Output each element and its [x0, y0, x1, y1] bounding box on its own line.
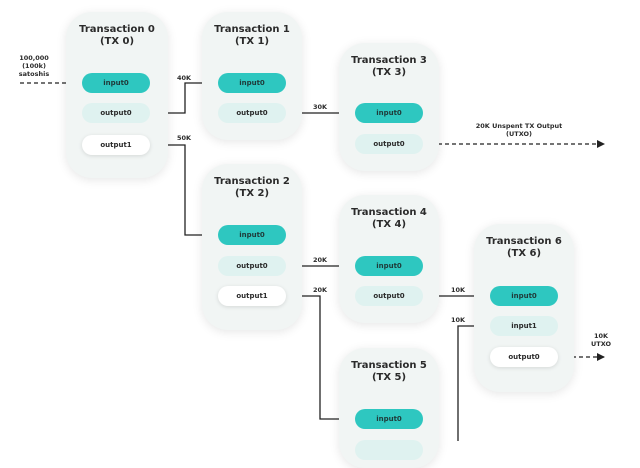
tx4-title-block: Transaction 4 (TX 4) — [339, 207, 439, 231]
source-unit: satoshis — [18, 70, 50, 78]
edge-label-tx4-tx6: 10K — [451, 286, 466, 294]
tx5-card: Transaction 5 (TX 5) input0 — [339, 348, 439, 468]
tx1-card: Transaction 1 (TX 1) input0 output0 — [202, 12, 302, 140]
tx6-output0[interactable]: output0 — [490, 347, 558, 367]
edge-label-tx0-tx2: 50K — [177, 134, 192, 142]
edge-label-tx1-tx3: 30K — [313, 103, 328, 111]
tx5-id: (TX 5) — [371, 372, 407, 383]
tx2-id: (TX 2) — [234, 188, 270, 199]
utxo-label-tx6: 10K UTXO — [588, 332, 614, 348]
transaction-flow-diagram: 100,000 (100k) satoshis Transaction 0 (T… — [14, 12, 614, 468]
tx0-card: Transaction 0 (TX 0) input0 output0 outp… — [66, 12, 168, 178]
tx6-input0[interactable]: input0 — [490, 286, 558, 306]
tx0-title: Transaction 0 — [79, 24, 155, 35]
tx3-input0[interactable]: input0 — [355, 103, 423, 123]
source-amount-label: 100,000 (100k) satoshis — [14, 54, 54, 78]
edge-tx2-tx5 — [286, 295, 351, 423]
tx4-output0[interactable]: output0 — [355, 286, 423, 306]
utxo-label-tx6-line1: 10K — [593, 332, 609, 340]
edge-label-tx5-tx6: 10K — [451, 316, 466, 324]
tx3-id: (TX 3) — [371, 67, 407, 78]
tx2-output1[interactable]: output1 — [218, 286, 286, 306]
source-amount-short: (100k) — [22, 62, 46, 70]
tx5-output0-partial — [355, 440, 423, 460]
tx0-id: (TX 0) — [99, 36, 135, 47]
edge-label-tx2-tx4: 20K — [313, 256, 328, 264]
tx6-card: Transaction 6 (TX 6) input0 input1 outpu… — [474, 224, 574, 392]
tx6-id: (TX 6) — [506, 248, 542, 259]
tx2-input0[interactable]: input0 — [218, 225, 286, 245]
tx2-title: Transaction 2 — [214, 176, 290, 187]
tx6-title: Transaction 6 — [486, 236, 562, 247]
utxo-label-tx3-line1: 20K Unspent TX Output — [475, 122, 563, 130]
edge-label-tx0-tx1: 40K — [177, 74, 192, 82]
tx4-title: Transaction 4 — [351, 207, 427, 218]
tx2-title-block: Transaction 2 (TX 2) — [202, 176, 302, 200]
tx3-card: Transaction 3 (TX 3) input0 output0 — [339, 43, 439, 171]
tx2-card: Transaction 2 (TX 2) input0 output0 outp… — [202, 164, 302, 330]
utxo-label-tx3-line2: (UTXO) — [506, 130, 532, 138]
tx3-title-block: Transaction 3 (TX 3) — [339, 55, 439, 79]
tx4-input0[interactable]: input0 — [355, 256, 423, 276]
tx2-output0[interactable]: output0 — [218, 256, 286, 276]
tx1-title-block: Transaction 1 (TX 1) — [202, 24, 302, 48]
tx4-id: (TX 4) — [371, 219, 407, 230]
tx0-output0[interactable]: output0 — [82, 103, 150, 123]
tx0-title-block: Transaction 0 (TX 0) — [66, 24, 168, 48]
edge-label-tx2-tx5: 20K — [313, 286, 328, 294]
tx5-input0[interactable]: input0 — [355, 409, 423, 429]
tx4-card: Transaction 4 (TX 4) input0 output0 — [339, 195, 439, 323]
tx3-title: Transaction 3 — [351, 55, 427, 66]
tx1-id: (TX 1) — [234, 36, 270, 47]
tx1-title: Transaction 1 — [214, 24, 290, 35]
tx0-output1[interactable]: output1 — [82, 135, 150, 155]
utxo-label-tx6-line2: UTXO — [590, 340, 612, 348]
utxo-label-tx3: 20K Unspent TX Output (UTXO) — [466, 122, 572, 138]
tx6-input1[interactable]: input1 — [490, 316, 558, 336]
tx6-title-block: Transaction 6 (TX 6) — [474, 236, 574, 260]
tx5-title: Transaction 5 — [351, 360, 427, 371]
source-amount: 100,000 — [19, 54, 49, 62]
tx1-input0[interactable]: input0 — [218, 73, 286, 93]
tx5-title-block: Transaction 5 (TX 5) — [339, 360, 439, 384]
tx0-input0[interactable]: input0 — [82, 73, 150, 93]
tx3-output0[interactable]: output0 — [355, 134, 423, 154]
tx1-output0[interactable]: output0 — [218, 103, 286, 123]
